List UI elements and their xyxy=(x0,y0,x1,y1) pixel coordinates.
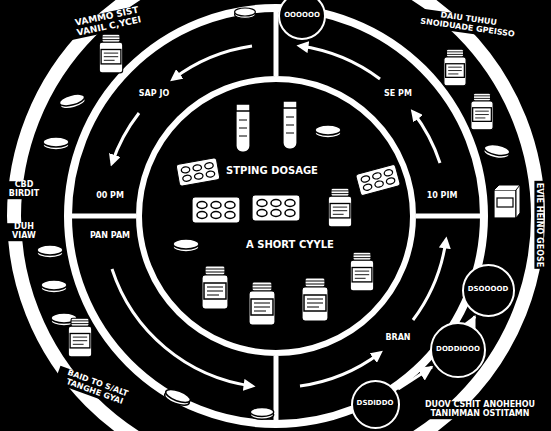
disc-heading: A SHORT CYYLE xyxy=(244,239,336,250)
time-label: 00 PM xyxy=(94,192,126,201)
disc-heading: STPING DOSAGE xyxy=(224,165,320,176)
step-circle: DSOOOOD xyxy=(462,264,515,317)
time-circle: OOOOOO xyxy=(278,0,326,40)
cycle-arrows xyxy=(112,46,446,386)
circle-outline xyxy=(278,0,326,40)
circle-outline xyxy=(279,0,325,39)
corner-caption: DUOV CSHIT ANOHEHOU TANIMMAN OSTITAMN xyxy=(417,401,543,419)
blister-pack xyxy=(355,164,400,196)
pill xyxy=(37,245,63,258)
circle-text: DSDIDDO xyxy=(357,400,394,408)
test-tube xyxy=(283,101,297,149)
time-label: SAP JO xyxy=(137,90,171,99)
blister-pack xyxy=(252,195,300,221)
flow-arrow xyxy=(398,367,432,389)
pill xyxy=(58,92,86,111)
time-label: 10 PIM xyxy=(425,192,460,201)
time-label: SE PM xyxy=(382,90,414,99)
disc-outline xyxy=(136,76,416,356)
step-circle: DSDIDDO xyxy=(351,380,400,429)
flow-arrow xyxy=(472,316,475,322)
pill xyxy=(483,143,511,160)
circle-outline xyxy=(352,381,399,428)
test-tube xyxy=(236,104,250,152)
pill-bottle xyxy=(350,252,373,291)
time-label: BRAN xyxy=(383,334,412,343)
outer-ring xyxy=(14,0,538,431)
pill-bottle xyxy=(471,93,493,130)
center-disc-ground xyxy=(136,76,416,356)
time-label: PAN PAM xyxy=(88,232,132,241)
edge-note: CBD BIRDIT xyxy=(4,181,44,199)
pill-bottle xyxy=(99,34,122,73)
pill-bottle xyxy=(68,318,91,357)
quadrant-dividers xyxy=(68,8,484,424)
circle-text: DODDIOOO xyxy=(436,346,480,354)
center-medicines xyxy=(173,101,401,325)
pill xyxy=(315,125,341,138)
medicine-box xyxy=(494,185,520,218)
pill-bottle xyxy=(249,282,275,325)
step-circle: DODDIOOO xyxy=(430,322,486,378)
disc-outline xyxy=(139,79,413,353)
blister-pack xyxy=(176,158,220,187)
edge-note: EVIE HEINO GEOSE xyxy=(535,181,544,269)
pill-bottle xyxy=(202,266,228,309)
edge-note: DUH VIAW xyxy=(4,223,44,241)
middle-ring xyxy=(68,8,484,424)
dosage-disc: STPING DOSAGE A SHORT CYYLE xyxy=(136,76,416,356)
blister-pack xyxy=(192,197,240,223)
circle-outline xyxy=(463,265,514,316)
pill xyxy=(43,137,69,150)
pill xyxy=(250,408,273,420)
circle-text: OOOOOO xyxy=(284,12,320,20)
pill xyxy=(163,387,192,408)
circle-outline xyxy=(431,323,485,377)
pill-bottle xyxy=(302,278,328,321)
pill xyxy=(41,280,67,293)
outer-medicines xyxy=(37,8,520,419)
circle-text: DSOOOOD xyxy=(468,286,508,294)
pill xyxy=(235,8,256,18)
pill-bottle xyxy=(444,49,466,86)
pill xyxy=(173,239,199,252)
pill-bottle xyxy=(328,188,351,227)
